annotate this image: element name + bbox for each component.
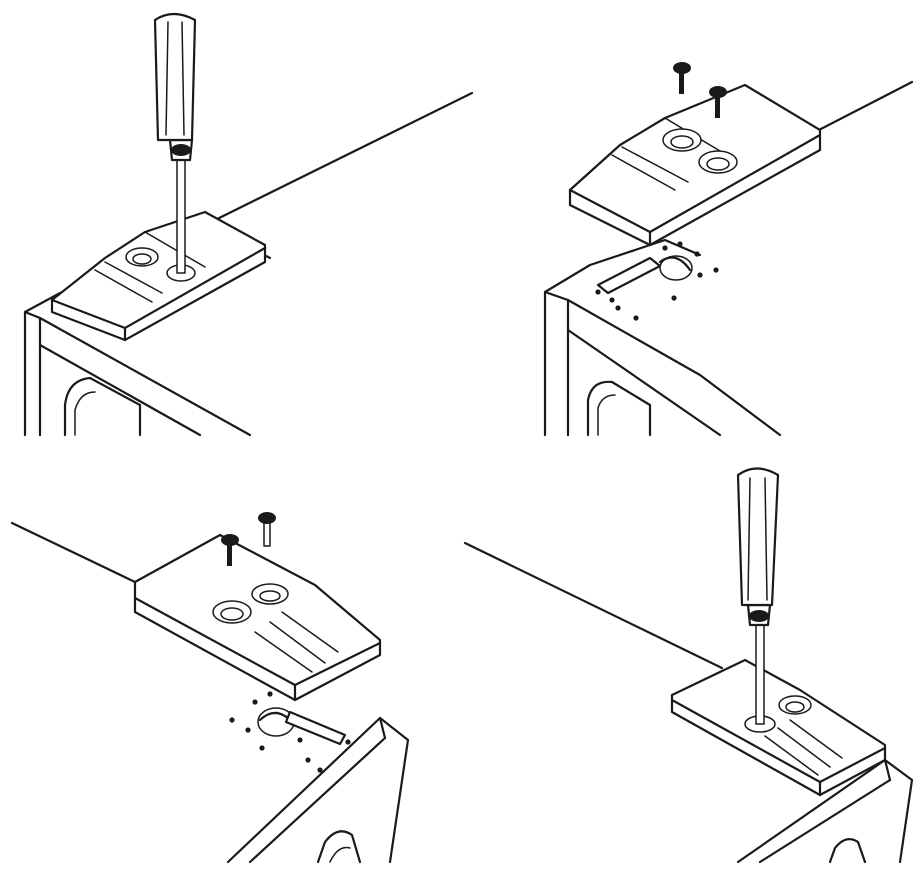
dip-switch-icon — [595, 241, 719, 321]
device-housing — [543, 238, 782, 437]
cable-line — [203, 91, 474, 227]
screw-icon — [221, 534, 239, 566]
device-housing — [226, 716, 410, 864]
cover-plate — [568, 83, 822, 247]
screw-icon — [673, 62, 691, 94]
panel-4 — [463, 467, 914, 864]
screwdriver-icon — [153, 12, 197, 274]
cable-line — [813, 80, 914, 134]
device-housing — [736, 758, 914, 864]
panel-3 — [10, 512, 410, 864]
panel-2 — [543, 62, 914, 437]
panel-1 — [23, 12, 474, 437]
cable-line — [10, 521, 137, 584]
screw-icon — [258, 512, 276, 547]
screw-icon — [709, 86, 727, 118]
cover-plate — [50, 210, 267, 342]
cable-line — [463, 541, 724, 670]
cover-plate — [133, 533, 382, 702]
cover-plate — [670, 658, 887, 797]
dip-switch-icon — [229, 691, 351, 773]
screwdriver-icon — [736, 467, 780, 725]
